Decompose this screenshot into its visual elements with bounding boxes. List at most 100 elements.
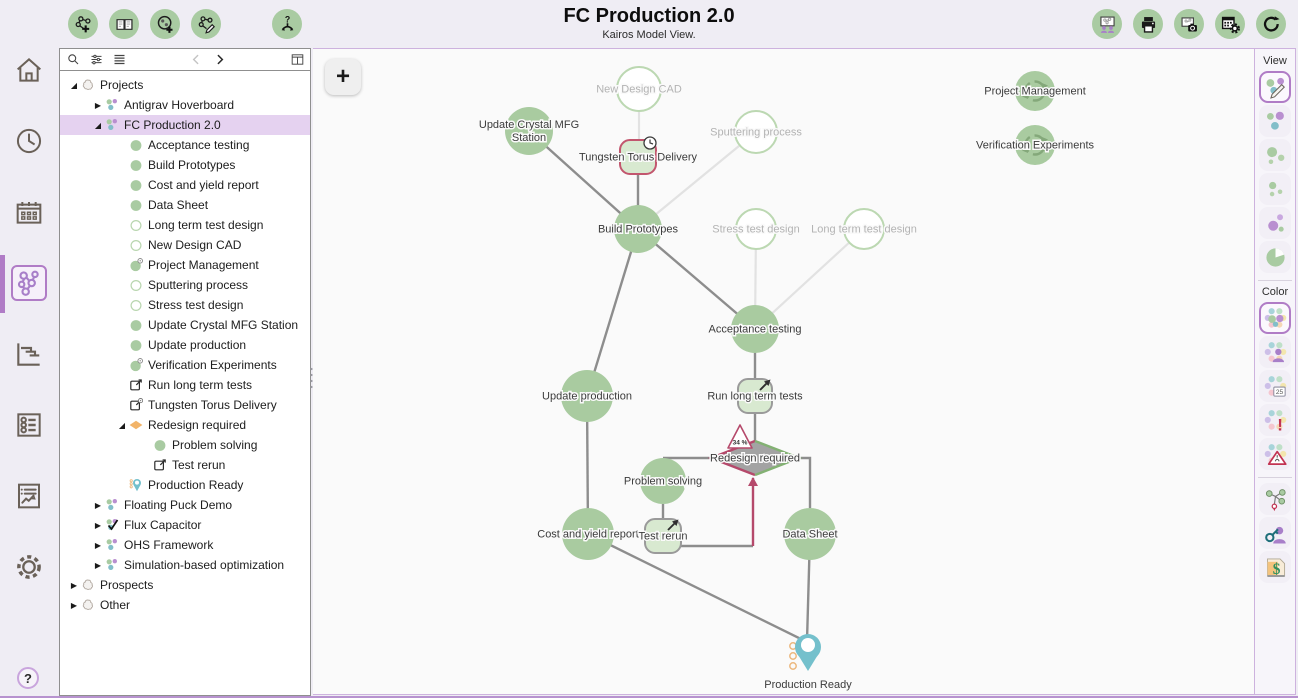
filter-sliders-button[interactable] <box>88 52 104 68</box>
search-button[interactable] <box>65 52 81 68</box>
node-run-long-term-tests[interactable] <box>737 378 773 414</box>
tree-item-fc-production-2-0[interactable]: ◢FC Production 2.0 <box>60 115 310 135</box>
node-verification-experiments[interactable] <box>1015 125 1055 165</box>
node-new-design-cad[interactable] <box>616 66 662 112</box>
tree-item-cost-and-yield-report[interactable]: Cost and yield report <box>60 175 310 195</box>
nav-item-calendar[interactable] <box>11 194 47 230</box>
view-dots-progress-button[interactable] <box>1259 139 1291 171</box>
tree-item-projects[interactable]: ◢Projects <box>60 75 310 95</box>
color-date-button[interactable]: 25 <box>1259 370 1291 402</box>
node-data-sheet[interactable] <box>784 508 836 560</box>
color-alert-button[interactable]: ! <box>1259 404 1291 436</box>
tree-item-stress-test-design[interactable]: Stress test design <box>60 295 310 315</box>
node-redesign-required[interactable]: 34 % <box>707 424 803 477</box>
nav-item-priority-list[interactable] <box>11 407 47 443</box>
tree-item-flux-capacitor[interactable]: ▶Flux Capacitor <box>60 515 310 535</box>
presentation-mode-button[interactable] <box>1092 9 1122 39</box>
schedule-gear-button[interactable] <box>1215 9 1245 39</box>
help-button[interactable]: ? <box>17 667 39 689</box>
view-dots-status-button[interactable] <box>1259 105 1291 137</box>
chevron-left-button[interactable] <box>189 52 205 68</box>
node-test-rerun[interactable] <box>644 518 682 554</box>
chevron-right-button[interactable] <box>212 52 228 68</box>
nav-item-gantt[interactable] <box>11 336 47 372</box>
svg-text:25: 25 <box>1275 389 1283 396</box>
node-update-production[interactable] <box>561 370 613 422</box>
view-dots-small-button[interactable] <box>1259 173 1291 205</box>
node-long-term-test-design[interactable] <box>843 208 885 250</box>
print-button[interactable] <box>1133 9 1163 39</box>
node-production-ready[interactable] <box>789 634 821 671</box>
tree-item-long-term-test-design[interactable]: Long term test design <box>60 215 310 235</box>
key-person-button[interactable] <box>1259 517 1291 549</box>
menu-lines-button[interactable] <box>111 52 127 68</box>
tree-item-sputtering-process[interactable]: Sputtering process <box>60 275 310 295</box>
nav-item-history-clock[interactable] <box>11 123 47 159</box>
risk-badge-value: 34 % <box>733 440 748 447</box>
tree-expanded-arrow[interactable]: ◢ <box>70 80 78 90</box>
tree-item-tungsten-torus-delivery[interactable]: Tungsten Torus Delivery <box>60 395 310 415</box>
tree-item-update-production[interactable]: Update production <box>60 335 310 355</box>
tree-expanded-arrow[interactable]: ◢ <box>94 120 102 130</box>
view-edit-dots-button[interactable] <box>1259 71 1291 103</box>
tree-item-antigrav-hoverboard[interactable]: ▶Antigrav Hoverboard <box>60 95 310 115</box>
cost-dollar-button[interactable]: $ <box>1259 551 1291 583</box>
node-build-prototypes[interactable] <box>614 205 662 253</box>
nav-item-settings-gear[interactable] <box>11 549 47 585</box>
node-tungsten-torus-delivery[interactable] <box>619 136 657 175</box>
tree-item-new-design-cad[interactable]: New Design CAD <box>60 235 310 255</box>
tree-item-problem-solving[interactable]: Problem solving <box>60 435 310 455</box>
add-node-button[interactable]: + <box>325 59 361 95</box>
tree-collapsed-arrow[interactable]: ▶ <box>94 540 102 550</box>
nav-item-home[interactable] <box>11 52 47 88</box>
color-status-button[interactable] <box>1259 302 1291 334</box>
node-add-button[interactable] <box>150 9 180 39</box>
color-risk-button[interactable] <box>1259 438 1291 470</box>
tree-item-prospects[interactable]: ▶Prospects <box>60 575 310 595</box>
tree-collapsed-arrow[interactable]: ▶ <box>94 560 102 570</box>
tree-item-other[interactable]: ▶Other <box>60 595 310 615</box>
decision-routing-button[interactable]: ? <box>272 9 302 39</box>
tree-item-project-management[interactable]: Project Management <box>60 255 310 275</box>
node-sputtering-process[interactable] <box>734 110 778 154</box>
tree-item-label: Problem solving <box>172 438 258 452</box>
color-person-button[interactable] <box>1259 336 1291 368</box>
tree-collapsed-arrow[interactable]: ▶ <box>70 580 78 590</box>
tree-item-simulation-based-optimization[interactable]: ▶Simulation-based optimization <box>60 555 310 575</box>
tree-item-acceptance-testing[interactable]: Acceptance testing <box>60 135 310 155</box>
columns-layout-button[interactable] <box>289 52 305 68</box>
tree-item-test-rerun[interactable]: Test rerun <box>60 455 310 475</box>
tree-item-update-crystal-mfg-station[interactable]: Update Crystal MFG Station <box>60 315 310 335</box>
tree-item-build-prototypes[interactable]: Build Prototypes <box>60 155 310 175</box>
node-cost-and-yield-report[interactable] <box>562 508 614 560</box>
node-stress-test-design[interactable] <box>735 208 777 250</box>
node-acceptance-testing[interactable] <box>731 305 779 353</box>
tree-collapsed-arrow[interactable]: ▶ <box>70 600 78 610</box>
tree-item-floating-puck-demo[interactable]: ▶Floating Puck Demo <box>60 495 310 515</box>
nav-item-report[interactable] <box>11 478 47 514</box>
tree-item-run-long-term-tests[interactable]: Run long term tests <box>60 375 310 395</box>
snapshot-button[interactable] <box>1174 9 1204 39</box>
model-add-button[interactable] <box>68 9 98 39</box>
tree-collapsed-arrow[interactable]: ▶ <box>94 100 102 110</box>
view-pie-button[interactable] <box>1259 241 1291 273</box>
tree-expanded-arrow[interactable]: ◢ <box>118 420 126 430</box>
schedule-gear-icon <box>1221 16 1240 34</box>
refresh-button[interactable] <box>1256 9 1286 39</box>
node-update-crystal-mfg-station[interactable] <box>505 107 553 155</box>
view-dots-purple-button[interactable] <box>1259 207 1291 239</box>
node-problem-solving[interactable] <box>640 458 686 504</box>
tree-item-data-sheet[interactable]: Data Sheet <box>60 195 310 215</box>
nav-item-model-network[interactable] <box>11 265 47 301</box>
network-pin-button[interactable] <box>1259 483 1291 515</box>
tree-item-redesign-required[interactable]: ◢Redesign required <box>60 415 310 435</box>
tree-item-ohs-framework[interactable]: ▶OHS Framework <box>60 535 310 555</box>
tree-collapsed-arrow[interactable]: ▶ <box>94 520 102 530</box>
node-label: Sputtering process <box>710 127 802 139</box>
tree-item-verification-experiments[interactable]: Verification Experiments <box>60 355 310 375</box>
model-edit-button[interactable] <box>191 9 221 39</box>
node-project-management[interactable] <box>1015 71 1055 111</box>
tree-item-production-ready[interactable]: Production Ready <box>60 475 310 495</box>
tree-collapsed-arrow[interactable]: ▶ <box>94 500 102 510</box>
model-library-button[interactable] <box>109 9 139 39</box>
